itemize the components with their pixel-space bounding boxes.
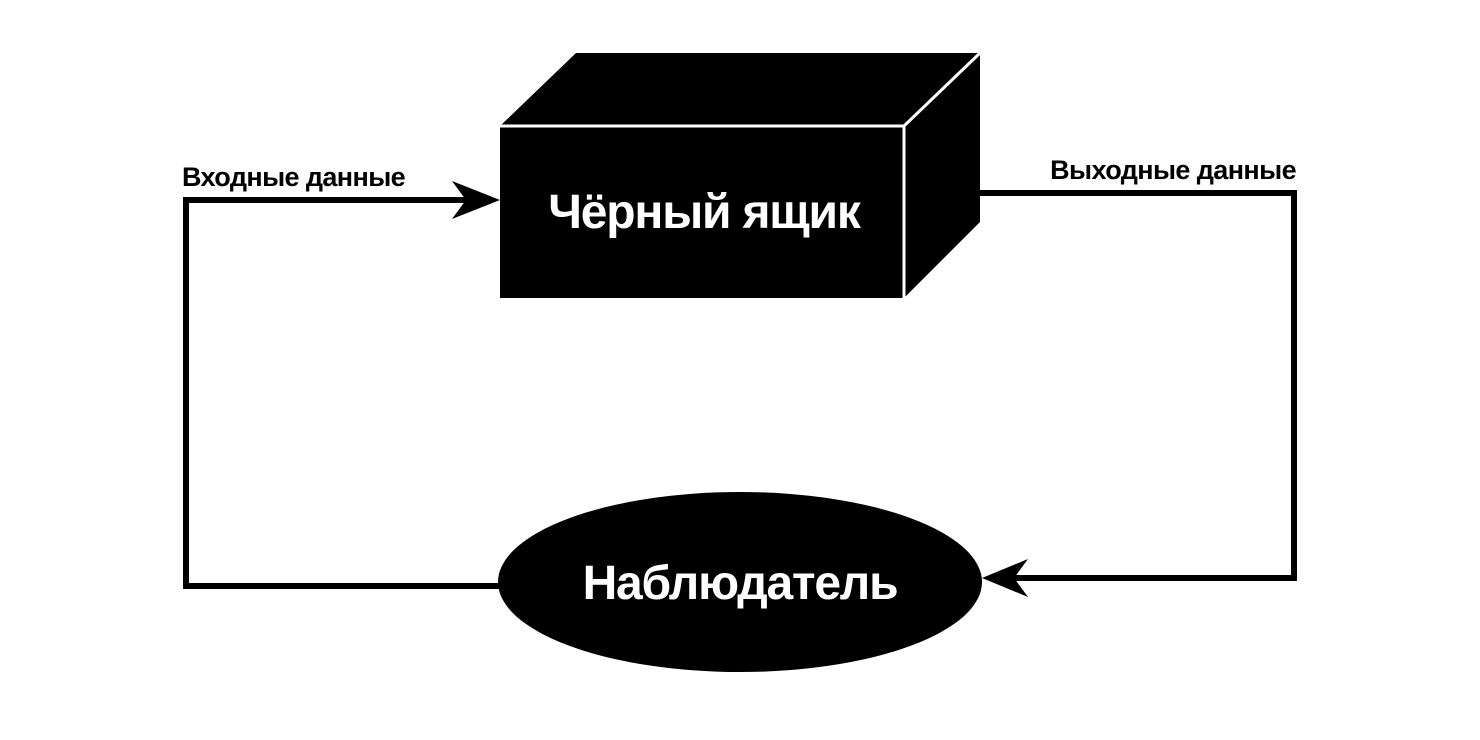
input-connector-line xyxy=(183,197,500,589)
input-connector xyxy=(183,181,500,589)
black-box-node: Чёрный ящик xyxy=(500,51,982,298)
output-connector xyxy=(980,190,1297,597)
black-box-front-face xyxy=(500,126,904,298)
observer-title: Наблюдатель xyxy=(583,557,898,610)
black-box-title: Чёрный ящик xyxy=(548,186,862,239)
black-box-top-face xyxy=(500,53,980,126)
input-arrowhead-icon xyxy=(452,181,500,219)
output-label: Выходные данные xyxy=(1050,155,1296,185)
observer-node: Наблюдатель xyxy=(498,492,982,672)
output-connector-line xyxy=(980,190,1297,581)
output-arrowhead-icon xyxy=(982,559,1028,597)
observer-ellipse xyxy=(498,492,982,672)
black-box-right-face xyxy=(904,53,980,298)
input-label: Входные данные xyxy=(182,162,406,192)
